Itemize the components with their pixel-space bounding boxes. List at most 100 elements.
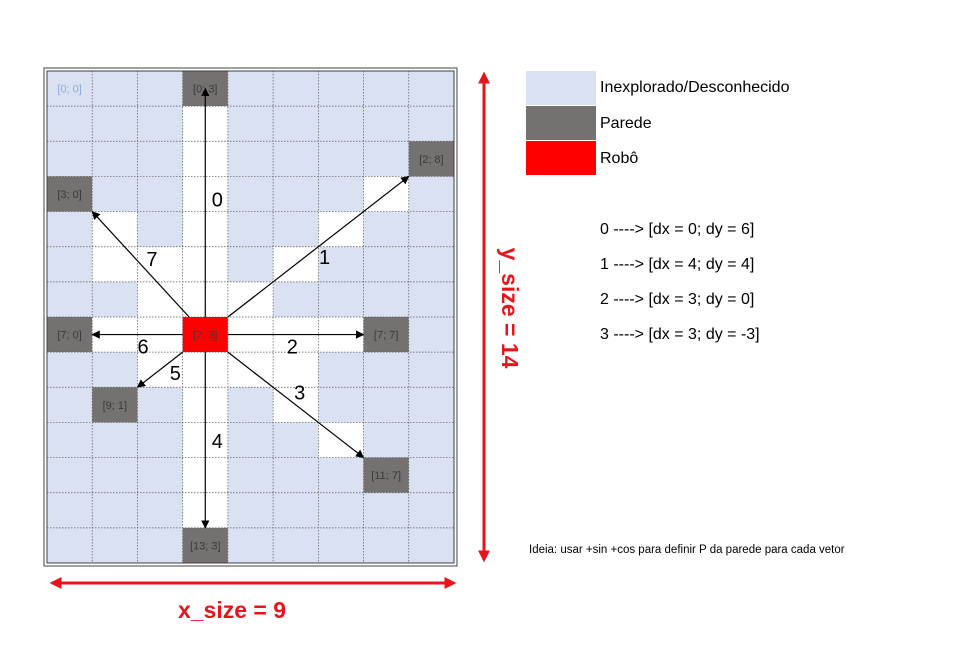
vector-def-1: 1 ----> [dx = 4; dy = 4] [600, 256, 755, 273]
cell-unknown [363, 422, 409, 458]
vector-label-2: 2 [287, 337, 298, 359]
cell-unknown [318, 176, 364, 212]
cell-unknown [92, 281, 138, 317]
cell-unknown [273, 71, 319, 107]
cell-robot [182, 317, 228, 353]
cell-unknown [47, 352, 93, 388]
cell-unknown [47, 281, 93, 317]
cell-wall [47, 176, 93, 212]
cell-unknown [273, 281, 319, 317]
vector-def-0: 0 ----> [dx = 0; dy = 6] [600, 221, 755, 238]
origin-cell-label: [0; 0] [57, 84, 81, 96]
cell-unknown [227, 176, 274, 212]
cell-unknown [137, 106, 183, 142]
cell-unknown [227, 71, 274, 107]
cell-wall [363, 457, 409, 493]
cell-unknown [363, 492, 409, 528]
cell-unknown [137, 71, 183, 107]
vector-arrow-1 [227, 175, 410, 318]
cell-unknown [47, 422, 93, 458]
cell-unknown [273, 492, 319, 528]
cell-unknown [137, 457, 183, 493]
cell-unknown [408, 281, 454, 317]
cell-unknown [137, 527, 183, 563]
cell-unknown [318, 246, 364, 282]
cell-unknown [318, 352, 364, 388]
legend-swatch-unknown [526, 71, 596, 105]
cell-unknown [227, 246, 274, 282]
grid-lines [47, 71, 454, 563]
cell-unknown [408, 387, 454, 423]
cell-unknown [363, 141, 409, 177]
cell-unknown [318, 492, 364, 528]
cell-unknown [408, 106, 454, 142]
grid-border-inner [46, 70, 455, 564]
cell-wall [182, 527, 228, 563]
cell-unknown [318, 141, 364, 177]
cell-unknown [273, 422, 319, 458]
cell-unknown [47, 211, 93, 247]
cell-unknown [92, 176, 138, 212]
cell-unknown [137, 422, 183, 458]
cell-unknown [318, 527, 364, 563]
cell-unknown [92, 527, 138, 563]
vector-def-2: 2 ----> [dx = 3; dy = 0] [600, 291, 755, 308]
cell-unknown [137, 492, 183, 528]
wall-cell-label: [7; 7] [374, 330, 398, 342]
cell-unknown [92, 106, 138, 142]
cell-wall [47, 317, 93, 353]
cell-unknown [408, 422, 454, 458]
cell-unknown [137, 387, 183, 423]
cell-unknown [408, 176, 454, 212]
vector-label-3: 3 [294, 383, 305, 405]
cell-unknown [318, 71, 364, 107]
cell-unknown [408, 246, 454, 282]
cell-unknown [408, 492, 454, 528]
cell-unknown [92, 71, 138, 107]
cell-unknown [47, 492, 93, 528]
cell-wall [92, 387, 138, 423]
cell-unknown [92, 352, 138, 388]
cell-unknown [92, 457, 138, 493]
idea-note: Ideia: usar +sin +cos para definir P da … [529, 544, 845, 556]
cell-unknown [363, 281, 409, 317]
wall-cell-label: [13; 3] [190, 540, 221, 552]
cell-unknown [408, 457, 454, 493]
vector-arrow-7 [91, 210, 190, 318]
cell-unknown [363, 527, 409, 563]
wall-cell-label: [7; 0] [57, 330, 81, 342]
cell-unknown [408, 352, 454, 388]
legend-swatch-wall [526, 106, 596, 140]
cell-unknown [273, 106, 319, 142]
legend-label-unknown: Inexplorado/Desconhecido [600, 79, 790, 96]
cell-unknown [273, 457, 319, 493]
cell-unknown [273, 141, 319, 177]
cell-unknown [137, 211, 183, 247]
cell-free [273, 352, 319, 388]
cell-unknown [363, 211, 409, 247]
cell-unknown [47, 387, 93, 423]
vector-label-5: 5 [170, 363, 181, 385]
cell-unknown [408, 317, 454, 353]
cell-unknown [227, 141, 274, 177]
cell-unknown [408, 211, 454, 247]
cell-unknown [92, 492, 138, 528]
cell-unknown [47, 246, 93, 282]
cell-unknown [318, 106, 364, 142]
cell-unknown [318, 281, 364, 317]
cell-unknown [92, 422, 138, 458]
cell-unknown [318, 457, 364, 493]
cell-unknown [92, 141, 138, 177]
cell-unknown [227, 457, 274, 493]
cell-unknown [318, 387, 364, 423]
cell-wall [363, 317, 409, 353]
wall-cell-label: [2; 8] [419, 154, 443, 166]
vector-label-7: 7 [146, 249, 157, 271]
y-size-label: y_size = 14 [497, 248, 523, 369]
cell-free [92, 211, 138, 247]
cell-free [92, 246, 138, 282]
cell-unknown [47, 457, 93, 493]
cell-unknown [137, 141, 183, 177]
legend-label-wall: Parede [600, 115, 652, 132]
